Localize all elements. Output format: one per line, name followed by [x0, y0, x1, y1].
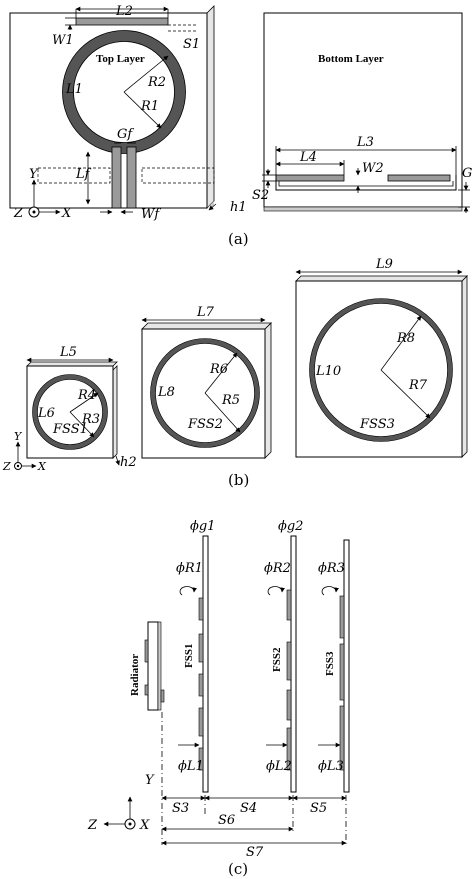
- label-R2: R2: [147, 75, 166, 90]
- label-phi-r3: ϕR3: [318, 561, 345, 576]
- label-h2: h2: [120, 455, 137, 470]
- feed-line: [111, 146, 122, 209]
- axis-a-x: X: [61, 206, 72, 221]
- radiator-label: Radiator: [129, 654, 141, 696]
- label-L3: L3: [356, 135, 374, 150]
- label-L7: L7: [196, 305, 215, 320]
- label-phi-g2: ϕg2: [278, 519, 303, 534]
- label-S1: S1: [183, 37, 200, 52]
- label-L8: L8: [157, 385, 175, 400]
- label-phi-r2: ϕR2: [264, 561, 291, 576]
- label-FSS3: FSS3: [359, 417, 395, 432]
- top-strip: [75, 17, 169, 26]
- label-L10: L10: [315, 364, 341, 379]
- label-R6: R6: [209, 362, 228, 377]
- caption-c: (c): [228, 860, 248, 878]
- axes-b: Y Z X: [2, 430, 47, 473]
- axis-c-y: Y: [145, 773, 155, 788]
- label-phi-l1: ϕL1: [178, 759, 204, 774]
- label-FSS2: FSS2: [187, 417, 223, 432]
- top-layer-title: Top Layer: [96, 53, 145, 65]
- axis-b-x: X: [37, 460, 47, 473]
- fss1-unit-cell: [26, 361, 118, 459]
- label-phi-l2: ϕL2: [266, 759, 292, 774]
- ring-resonator: [62, 30, 186, 154]
- fss1-label: FSS1: [183, 644, 195, 668]
- label-R5: R5: [221, 393, 240, 408]
- label-S7: S7: [246, 845, 264, 860]
- ground-slot-right: [387, 174, 451, 182]
- label-W2: W2: [362, 161, 384, 176]
- fss-layer-2: FSS2: [271, 535, 297, 793]
- caption-a: (a): [228, 230, 249, 248]
- panel-b: L5 L6 R4 R3 FSS1 h2 Y Z X L7 L8: [2, 257, 468, 489]
- label-phi-r1: ϕR1: [176, 561, 203, 576]
- label-R8: R8: [396, 331, 415, 346]
- label-h1: h1: [230, 200, 247, 215]
- bottom-layer-title: Bottom Layer: [318, 53, 384, 65]
- axis-b-z: Z: [2, 460, 11, 473]
- label-L4: L4: [299, 150, 317, 165]
- axis-b-y: Y: [14, 430, 23, 443]
- label-R1: R1: [140, 99, 159, 114]
- ground-slot-left: [275, 174, 345, 182]
- label-S2: S2: [252, 188, 269, 203]
- label-L2: L2: [115, 4, 133, 19]
- label-L1: L1: [65, 82, 83, 97]
- fss-layer-3: FSS3: [324, 539, 350, 793]
- axis-c-x: X: [139, 818, 150, 833]
- axes-c: Y Z X: [87, 773, 155, 833]
- label-W1: W1: [52, 33, 74, 48]
- fss3-label: FSS3: [324, 651, 336, 676]
- label-L5: L5: [59, 345, 77, 360]
- label-FSS1: FSS1: [52, 422, 88, 437]
- panel-c: Radiator FSS1 FSS2 FSS3: [87, 519, 350, 878]
- label-S3: S3: [172, 801, 189, 816]
- axis-a-y: Y: [29, 167, 39, 182]
- caption-b: (b): [228, 471, 249, 489]
- label-Wf: Wf: [141, 207, 161, 222]
- label-Gf: Gf: [117, 127, 134, 142]
- label-phi-l3: ϕL3: [318, 759, 344, 774]
- label-S6: S6: [218, 813, 235, 828]
- fss3-unit-cell: [295, 275, 468, 458]
- label-R4: R4: [77, 388, 96, 403]
- axes-a: Y Z X: [13, 167, 72, 221]
- label-S4: S4: [240, 801, 257, 816]
- label-L9: L9: [375, 257, 393, 272]
- axis-c-z: Z: [87, 818, 98, 833]
- axis-a-z: Z: [13, 206, 24, 221]
- label-R3: R3: [81, 412, 100, 427]
- radiator: Radiator: [129, 621, 165, 711]
- fss2-label: FSS2: [271, 647, 283, 672]
- panel-a: L2 W1 S1 Top Layer L1 R2 R1 Gf Lf Wf h1 …: [9, 4, 472, 248]
- label-G: G: [462, 166, 472, 181]
- label-R7: R7: [408, 378, 428, 393]
- label-S5: S5: [310, 801, 327, 816]
- label-L6: L6: [37, 406, 55, 421]
- fss2-unit-cell: [141, 322, 272, 459]
- label-phi-g1: ϕg1: [190, 519, 215, 534]
- fss-layer-1: FSS1: [183, 535, 209, 793]
- label-Lf: Lf: [75, 167, 92, 182]
